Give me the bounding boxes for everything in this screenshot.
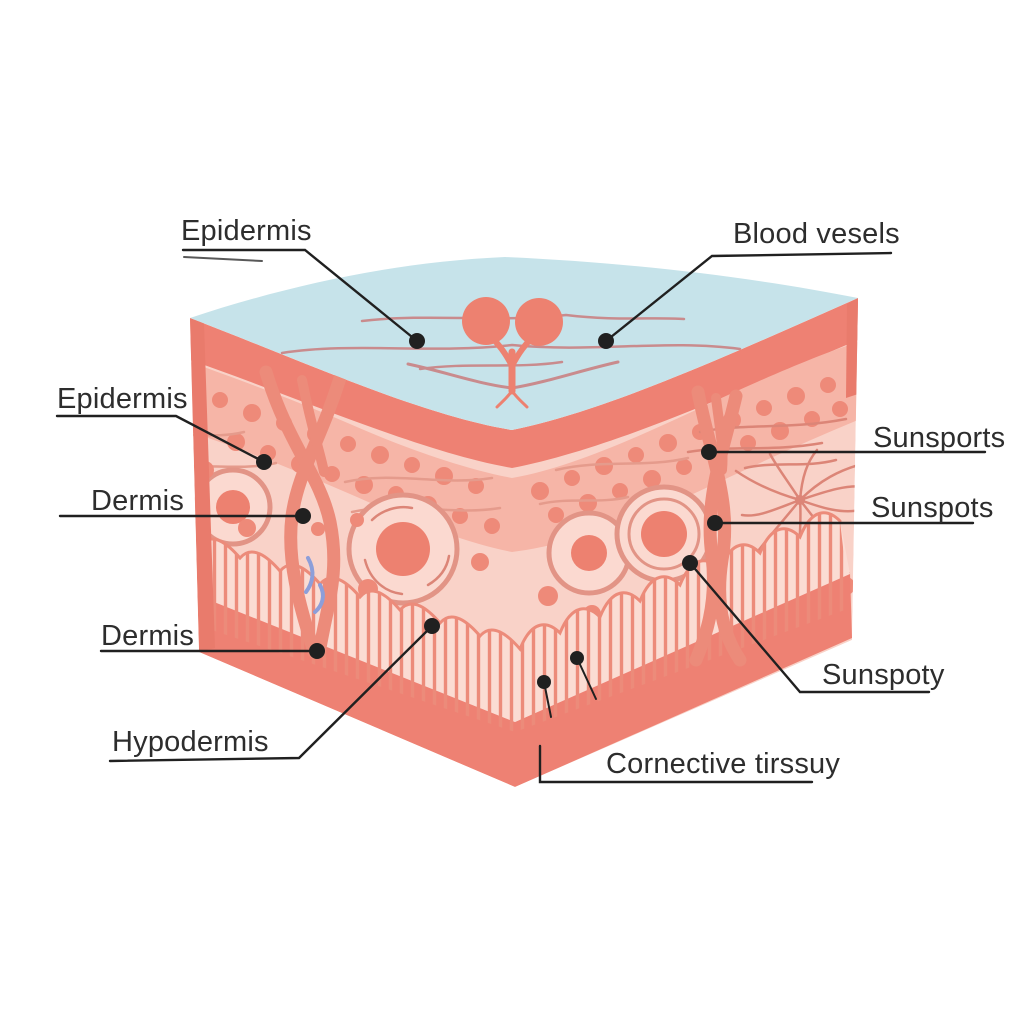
dermis-cells	[193, 467, 714, 606]
label-dermis-left: Dermis	[91, 485, 185, 517]
label-connective-tissue: Cornective tirssuy	[606, 748, 841, 780]
fiber-bundle-right	[689, 385, 747, 667]
hypodermis-band	[199, 572, 852, 787]
nerve-root-structure	[686, 417, 858, 563]
left-edge-strip	[190, 318, 215, 652]
label-sunspots: Sunspots	[871, 492, 994, 524]
label-blood-vessels: Blood vesels	[733, 218, 900, 250]
front-faces	[190, 298, 858, 787]
leader-lines	[55, 248, 987, 784]
label-epidermis-left: Epidermis	[57, 383, 188, 415]
label-sunsports: Sunsports	[873, 422, 1006, 454]
epidermis-band	[190, 298, 858, 468]
label-hypodermis: Hypodermis	[112, 726, 269, 758]
label-sunspoty: Sunspoty	[822, 659, 945, 691]
right-edge-strip	[846, 298, 858, 398]
surface-vessel-tree	[406, 297, 620, 409]
gland-ball-left	[462, 297, 510, 345]
label-dermis-lower: Dermis	[101, 620, 195, 652]
gland-ball-right	[515, 298, 563, 346]
top-surface	[190, 257, 858, 430]
label-epidermis-top: Epidermis	[181, 215, 312, 247]
